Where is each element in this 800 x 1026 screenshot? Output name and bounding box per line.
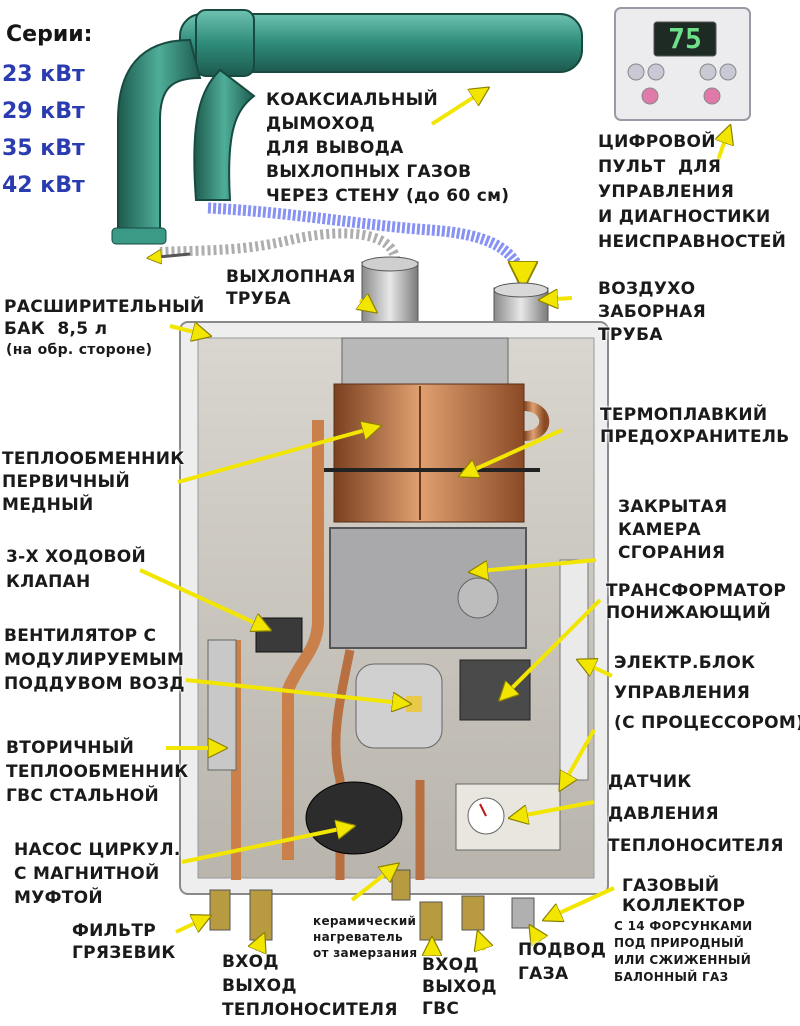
label-fan: ВЕНТИЛЯТОР С МОДУЛИРУЕМЫМ ПОДДУВОМ ВОЗД [4,624,185,696]
remote-display: 75 [654,22,716,56]
label-dhw-io: ВХОД ВЫХОД ГВС [422,954,497,1020]
label-exhaust-pipe: ВЫХЛОПНАЯ ТРУБА [226,266,356,310]
label-secondary-heat-exchanger: ВТОРИЧНЫЙ ТЕПЛООБМЕННИК ГВС СТАЛЬНОЙ [6,736,188,808]
circulation-pump [306,782,402,854]
label-remote-panel: ЦИФРОВОЙ ПУЛЬТ ДЛЯ УПРАВЛЕНИЯ И ДИАГНОСТ… [598,130,786,255]
label-pressure-sensor: ДАТЧИК ДАВЛЕНИЯ ТЕПЛОНОСИТЕЛЯ [608,766,784,862]
label-filter: ФИЛЬТР ГРЯЗЕВИК [72,920,176,964]
secondary-heat-exchanger [208,640,236,770]
label-control-unit: ЭЛЕКТР.БЛОК УПРАВЛЕНИЯ (С ПРОЦЕССОРОМ) [614,648,800,738]
label-combustion-chamber: ЗАКРЫТАЯ КАМЕРА СГОРАНИЯ [618,496,727,565]
label-air-intake: ВОЗДУХО ЗАБОРНАЯ ТРУБА [598,278,706,347]
label-three-way-valve: 3-Х ХОДОВОЙ КЛАПАН [6,545,146,595]
label-thermal-fuse: ТЕРМОПЛАВКИЙ ПРЕДОХРАНИТЕЛЬ [600,404,790,448]
exhaust-flow [160,233,395,266]
combustion-chamber [330,528,526,648]
label-gas-manifold: ГАЗОВЫЙ КОЛЛЕКТОР [622,876,745,916]
series-item-23: 23 кВт [2,62,85,87]
series-item-42: 42 кВт [2,173,85,198]
label-expansion-tank-note: (на обр. стороне) [6,342,152,359]
label-primary-heat-exchanger: ТЕПЛООБМЕННИК ПЕРВИЧНЫЙ МЕДНЫЙ [2,448,184,517]
control-unit [460,660,530,720]
label-gas-supply: ПОДВОД ГАЗА [518,938,606,986]
label-expansion-tank: РАСШИРИТЕЛЬНЫЙ БАК 8,5 л [4,296,205,340]
label-gas-manifold-note: С 14 ФОРСУНКАМИ ПОД ПРИРОДНЫЙ ИЛИ СЖИЖЕН… [614,918,752,986]
series-title: Серии: [6,22,92,47]
series-item-35: 35 кВт [2,136,85,161]
three-way-valve [256,618,302,652]
label-circulation-pump: НАСОС ЦИРКУЛ. С МАГНИТНОЙ МУФТОЙ [14,838,181,910]
series-item-29: 29 кВт [2,99,85,124]
exhaust-arrow [148,254,190,258]
fan [356,664,442,748]
label-transformer: ТРАНСФОРМАТОР ПОНИЖАЮЩИЙ [606,580,786,624]
label-coaxial-flue: КОАКСИАЛЬНЫЙ ДЫМОХОД ДЛЯ ВЫВОДА ВЫХЛОПНЫ… [266,88,509,208]
label-heating-io: ВХОД ВЫХОД ТЕПЛОНОСИТЕЛЯ [222,950,398,1022]
